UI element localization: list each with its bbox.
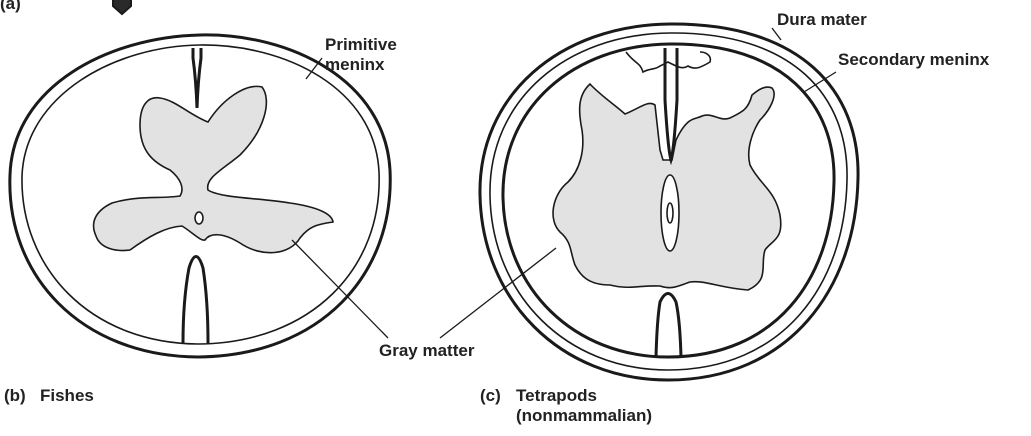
panel-a-letter: (a) (0, 0, 21, 14)
fish-central-canal (195, 212, 203, 224)
tetrapod-ventral-fissure (656, 294, 681, 358)
fish-ventral-fissure (183, 257, 208, 344)
panel-a-shape-icon (113, 0, 131, 14)
fish-dorsal-fissure (193, 48, 201, 108)
tetrapod-central-canal (667, 203, 673, 223)
tetrapod-cord-section (440, 24, 858, 380)
fish-gray-matter (94, 86, 333, 252)
panel-c-caption-line2: (nonmammalian) (516, 406, 652, 426)
fish-cord-section (10, 35, 390, 357)
secondary-meninx-label: Secondary meninx (838, 50, 989, 70)
primitive-meninx-label-line1: Primitive (325, 35, 397, 55)
dura-mater-label: Dura mater (777, 10, 867, 30)
panel-c-caption-line1: Tetrapods (516, 386, 597, 406)
gray-matter-label: Gray matter (379, 341, 474, 361)
panel-b-letter: (b) (4, 386, 26, 406)
panel-c-letter: (c) (480, 386, 501, 406)
primitive-meninx-label-line2: meninx (325, 55, 385, 75)
tetrapod-gray-matter-leader (440, 248, 556, 338)
tetrapod-dorsal-lobes (626, 52, 710, 72)
panel-b-caption: Fishes (40, 386, 94, 406)
